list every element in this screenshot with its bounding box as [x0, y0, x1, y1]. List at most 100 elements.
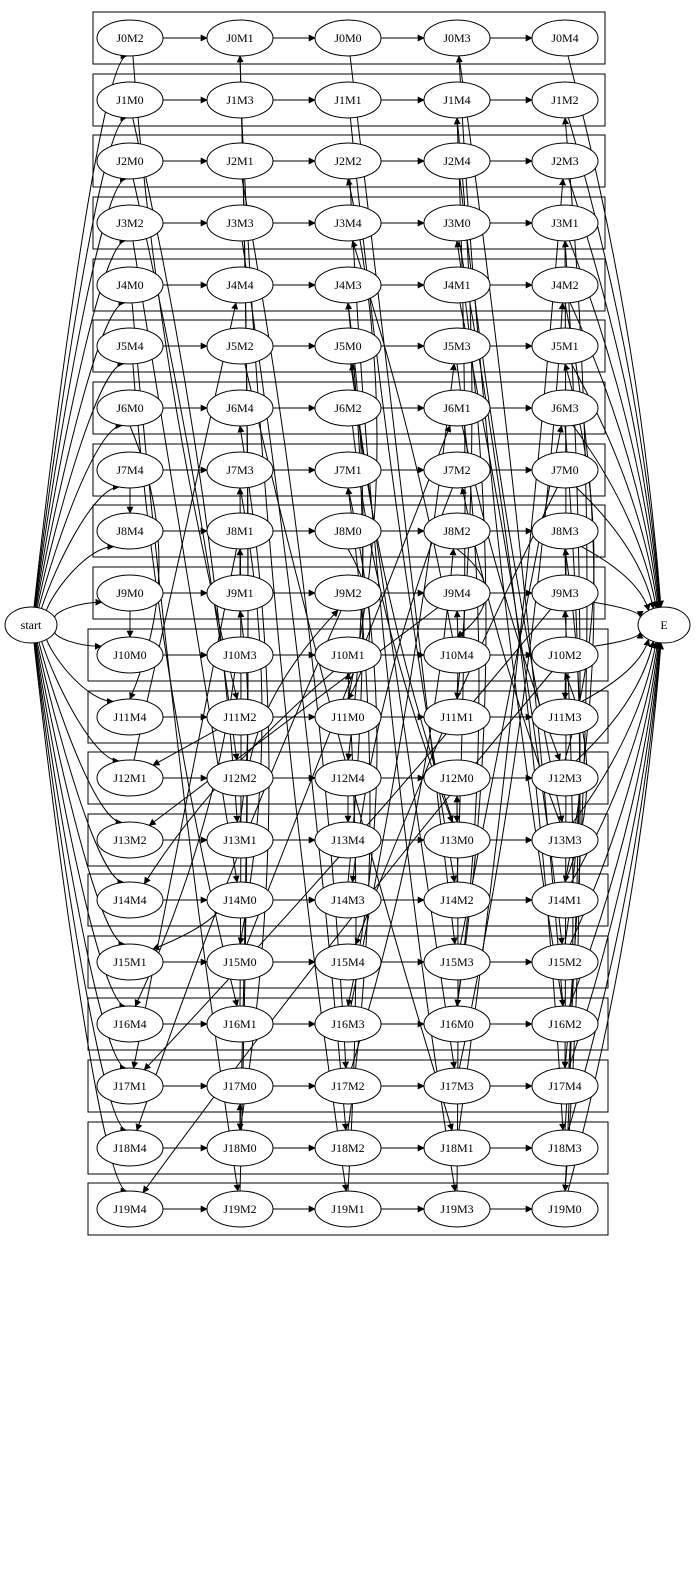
node-ellipse [531, 943, 599, 981]
node-ellipse [423, 204, 491, 242]
operation-node: J18M0 [206, 1129, 274, 1167]
node-label: J19M1 [331, 1202, 364, 1216]
node-label: J19M3 [440, 1202, 473, 1216]
node-label: J17M3 [440, 1079, 473, 1093]
edge-machine [351, 240, 453, 638]
node-ellipse [531, 451, 599, 489]
operation-node: J10M3 [206, 636, 274, 674]
operation-node: J8M3 [531, 512, 599, 550]
operation-node: J10M2 [531, 636, 599, 674]
operation-node: J19M0 [531, 1190, 599, 1228]
node-label: J0M1 [226, 31, 253, 45]
operation-node: J4M3 [314, 266, 382, 304]
node-ellipse [96, 327, 164, 365]
node-ellipse [423, 512, 491, 550]
node-ellipse [531, 204, 599, 242]
node-ellipse [96, 81, 164, 119]
edge-start [33, 52, 128, 608]
operation-node: J9M2 [314, 574, 382, 612]
node-ellipse [206, 698, 274, 736]
node-label: J10M4 [440, 648, 473, 662]
node-ellipse [314, 81, 382, 119]
node-ellipse [423, 451, 491, 489]
operation-node: J8M2 [423, 512, 491, 550]
node-label: J3M4 [334, 216, 361, 230]
node-ellipse [206, 1067, 274, 1105]
operation-node: J3M4 [314, 204, 382, 242]
node-label: J10M2 [548, 648, 581, 662]
edge-machine [349, 363, 454, 823]
node-label: J14M2 [440, 893, 473, 907]
edge-end [572, 425, 659, 609]
edge-machine [152, 729, 218, 766]
node-ellipse [423, 821, 491, 859]
node-label: J12M2 [223, 771, 256, 785]
node-label: J5M4 [116, 339, 143, 353]
operation-node: J14M3 [314, 881, 382, 919]
edge-machine [458, 178, 566, 1131]
edge-end [575, 640, 656, 762]
cluster-box [87, 873, 609, 927]
operation-node: J10M4 [423, 636, 491, 674]
node-label: J6M4 [226, 401, 253, 415]
node-ellipse [314, 1067, 382, 1105]
operation-node: J11M3 [531, 698, 599, 736]
node-ellipse [96, 636, 164, 674]
node-ellipse [531, 881, 599, 919]
node-ellipse [423, 1129, 491, 1167]
node-label: J9M2 [334, 586, 361, 600]
operation-node: J3M0 [423, 204, 491, 242]
node-ellipse [423, 389, 491, 427]
edge-machine [349, 55, 458, 945]
node-ellipse [206, 389, 274, 427]
node-label: J13M1 [223, 833, 256, 847]
node-ellipse [423, 759, 491, 797]
node-label: J3M1 [551, 216, 578, 230]
node-label: J3M0 [443, 216, 470, 230]
operation-node: J0M4 [531, 19, 599, 57]
operation-node: J9M1 [206, 574, 274, 612]
cluster-box [87, 1121, 609, 1175]
node-ellipse [96, 266, 164, 304]
operation-node: J17M3 [423, 1067, 491, 1105]
operation-node: J3M1 [531, 204, 599, 242]
edge-start [36, 642, 125, 886]
node-ellipse [423, 81, 491, 119]
start-node: start [4, 606, 58, 644]
node-label: J6M3 [551, 401, 578, 415]
node-ellipse [423, 574, 491, 612]
node-ellipse [206, 19, 274, 57]
node-ellipse [531, 698, 599, 736]
edge-machine [455, 55, 564, 1007]
node-ellipse [314, 943, 382, 981]
edge-start [34, 642, 127, 1010]
node-ellipse [96, 512, 164, 550]
node-label: J2M3 [551, 154, 578, 168]
node-ellipse [96, 204, 164, 242]
node-label: J2M0 [116, 154, 143, 168]
node-ellipse [314, 389, 382, 427]
node-label: J9M0 [116, 586, 143, 600]
node-label: J14M3 [331, 893, 364, 907]
node-ellipse [531, 1067, 599, 1105]
operation-node: J5M3 [423, 327, 491, 365]
node-label: J16M4 [113, 1017, 146, 1031]
node-label: J16M1 [223, 1017, 256, 1031]
node-ellipse [531, 636, 599, 674]
node-ellipse [314, 451, 382, 489]
cluster-box [92, 319, 606, 373]
node-label: J15M3 [440, 955, 473, 969]
edge-start [35, 642, 126, 948]
node-ellipse [206, 821, 274, 859]
node-ellipse [96, 1190, 164, 1228]
node-label: J19M4 [113, 1202, 146, 1216]
operation-node: J16M2 [531, 1005, 599, 1043]
edge-machine [152, 912, 218, 951]
operation-node: J19M4 [96, 1190, 164, 1228]
node-ellipse [96, 1005, 164, 1043]
edge-end [593, 601, 644, 619]
node-ellipse [531, 81, 599, 119]
node-label: J2M2 [334, 154, 361, 168]
node-label: J3M3 [226, 216, 253, 230]
